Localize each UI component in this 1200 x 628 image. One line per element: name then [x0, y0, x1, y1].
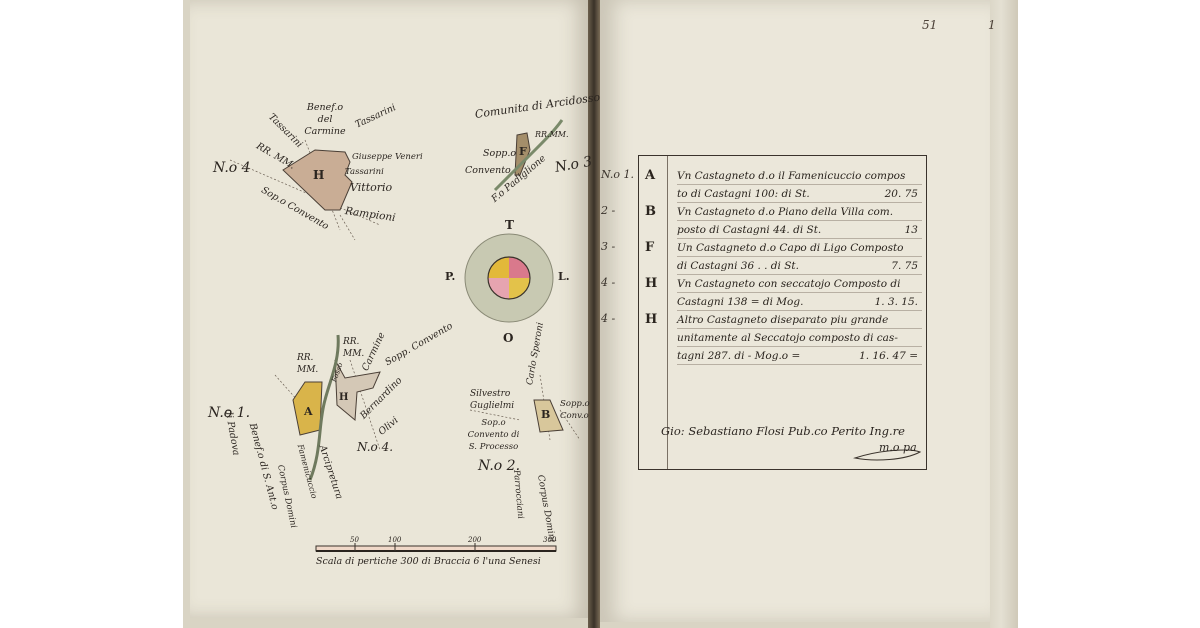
row-value: 13	[904, 224, 918, 236]
neighbor-label: Sop.o Convento di S. Processo	[467, 418, 520, 452]
row-value: 1. 16. 47 =	[859, 350, 918, 362]
compass-quadrant	[509, 278, 530, 299]
parcel-table: N.o 1. A Vn Castagneto d.o il Famenicucc…	[601, 155, 927, 470]
neighbor-label: RR.MM.	[535, 130, 569, 139]
stream-f	[493, 119, 564, 192]
scale-tick-label: 300	[543, 536, 557, 544]
neighbor-label: Convento	[465, 165, 511, 176]
neighbor-label: RR. MM.	[343, 337, 365, 359]
parcel-letter: B	[541, 408, 551, 421]
neighbor-label: Giuseppe Veneri	[352, 152, 423, 162]
row-letter: F	[645, 240, 655, 255]
neighbor-label: Benef.o del Carmine	[304, 102, 346, 137]
row-text: Un Castagneto d.o Capo di Ligo Composto	[677, 240, 922, 257]
row-text: posto di Castagni 44. di St. 13	[677, 222, 922, 239]
page-edges	[990, 0, 1018, 628]
row-text: Vn Castagneto con seccatojo Composto di	[677, 276, 922, 293]
parcel-b	[533, 399, 564, 433]
parcel-letter: H	[339, 392, 349, 403]
row-value: 7. 75	[891, 260, 918, 272]
row-text-line: di Castagni 36 . . di St.	[677, 260, 799, 272]
neighbor-label: Silvestro Guglielmi	[470, 389, 515, 411]
row-text-line: to di Castagni 100: di St.	[677, 188, 810, 200]
book-gutter	[588, 0, 600, 628]
stream-a	[308, 334, 340, 481]
surveyor-signature: Gio: Sebastiano Flosi Pub.co Perito Ing.…	[661, 424, 905, 438]
row-text: to di Castagni 100: di St. 20. 75	[677, 186, 922, 203]
row-number: N.o 1.	[601, 168, 635, 181]
row-value: 20. 75	[884, 188, 918, 200]
compass-south-label: O	[503, 331, 514, 345]
row-number: 3 -	[601, 240, 616, 253]
row-text: Vn Castagneto d.o Piano della Villa com.	[677, 204, 922, 221]
scale-bar	[315, 543, 557, 552]
parcel-number-label: N.o 2.	[478, 458, 521, 474]
row-value: 1. 3. 15.	[874, 296, 918, 308]
row-letter: B	[645, 204, 656, 219]
neighbor-label: Sopp.o	[483, 148, 517, 159]
parcel-h-bottom	[334, 359, 381, 422]
row-text: di Castagni 36 . . di St. 7. 75	[677, 258, 922, 275]
row-text: Altro Castagneto diseparato piu grande	[677, 312, 922, 329]
column-divider	[667, 156, 668, 469]
compass-east-label: L.	[558, 270, 570, 283]
row-number: 4 -	[601, 312, 616, 325]
parcel-h-top	[282, 149, 353, 211]
parcel-letter: A	[304, 405, 313, 418]
compass-quadrant	[509, 257, 530, 278]
compass-west-label: P.	[445, 270, 456, 283]
row-letter: H	[645, 312, 658, 327]
row-text-line: posto di Castagni 44. di St.	[677, 224, 822, 236]
parcel-letter: H	[313, 168, 325, 182]
neighbor-label: Vittorio	[350, 181, 393, 194]
scale-tick-label: 50	[350, 536, 359, 544]
scale-tick-label: 100	[388, 536, 402, 544]
compass-quadrant	[488, 257, 509, 278]
row-text-line: Castagni 138 = di Mog.	[677, 296, 804, 308]
scale-tick-label: 200	[468, 536, 482, 544]
compass-rose	[487, 256, 531, 300]
parcel-number-label: N.o 1.	[208, 405, 251, 421]
row-letter: H	[645, 276, 658, 291]
parcel-number-label: N.o 4.	[357, 440, 394, 454]
row-text: Vn Castagneto d.o il Famenicuccio compos	[677, 168, 922, 185]
row-text-line: tagni 287. di - Mog.o =	[677, 350, 801, 362]
parcel-number-label: N.o 4	[213, 160, 251, 176]
neighbor-label: Sopp.o Conv.o	[560, 399, 590, 421]
signature-mark: m.o pa	[879, 441, 917, 454]
row-number: 2 -	[601, 204, 616, 217]
parcel-letter: F	[519, 145, 527, 158]
page-number: 51	[922, 18, 938, 32]
neighbor-label: Tassarini	[345, 167, 384, 177]
row-number: 4 -	[601, 276, 616, 289]
right-page-table	[600, 0, 990, 622]
compass-quadrant	[488, 278, 509, 299]
compass-north-label: T	[505, 218, 514, 232]
scale-caption: Scala di pertiche 300 di Braccia 6 l'una…	[316, 556, 541, 567]
row-letter: A	[645, 168, 656, 183]
signature-flourish	[853, 449, 922, 461]
page-number-right: 1	[988, 18, 996, 32]
row-text: tagni 287. di - Mog.o = 1. 16. 47 =	[677, 348, 922, 365]
neighbor-label: RR. MM.	[297, 353, 319, 375]
parcel-a	[292, 381, 323, 436]
row-text: unitamente al Seccatojo composto di cas-	[677, 330, 922, 347]
row-text: Castagni 138 = di Mog. 1. 3. 15.	[677, 294, 922, 311]
